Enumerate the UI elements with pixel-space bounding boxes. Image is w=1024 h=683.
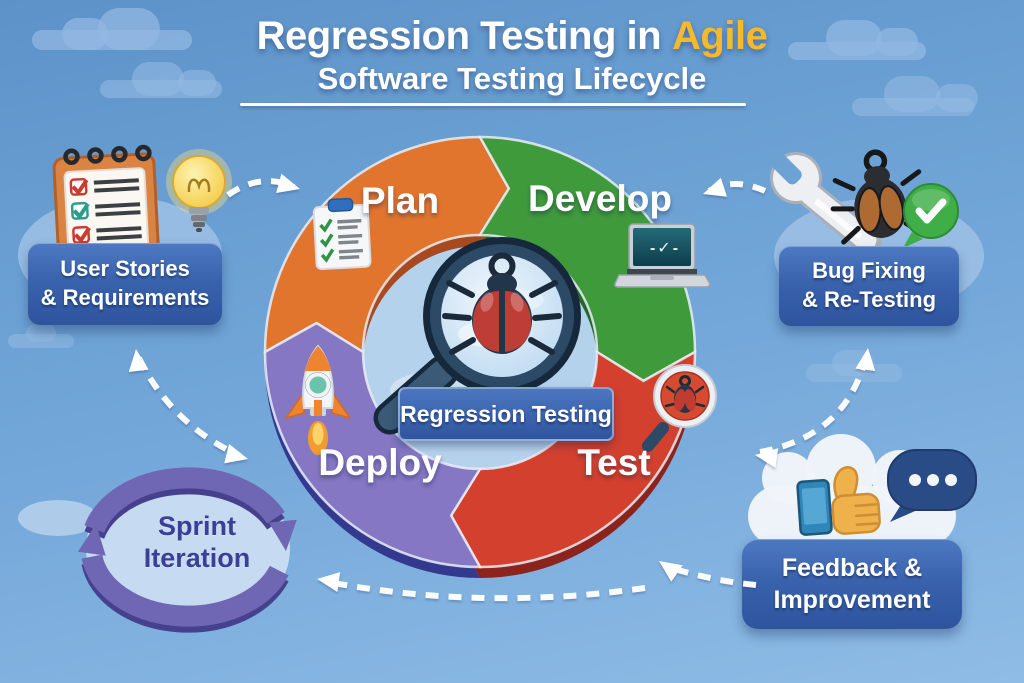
segment-plan [263,135,511,355]
callout-line: User Stories [60,256,190,282]
callout-line: Improvement [773,586,931,614]
phone-icon [796,479,833,536]
title-main: Regression Testing in [256,14,662,58]
page-subtitle: Software Testing Lifecycle [317,61,707,96]
regression-testing-banner: Regression Testing [398,387,614,441]
arrow-sprint-to-userstories [136,356,242,459]
laptop-icon [614,223,711,288]
bug-icon [830,149,930,245]
bug-icon [442,252,562,355]
phase-label-deploy: Deploy [318,442,442,483]
title-underline [240,103,746,106]
sprint-line: Iteration [143,543,251,574]
callout-line: Feedback & [781,553,923,582]
loop-arrows-icon [18,467,297,633]
title-highlight-agile: Agile [672,14,768,58]
arrow-feedback-to-test [667,564,757,588]
lightbulb-icon [166,149,232,232]
bug-magnifier-icon [642,364,717,452]
callout-bug-fixing: Bug Fixing & Re-Testing [779,246,959,326]
rocket-icon [284,344,352,455]
callout-line: Bug Fixing [812,258,926,284]
callout-user-stories: User Stories & Requirements [28,243,222,325]
callout-line: & Requirements [40,285,210,310]
callout-line: & Re-Testing [801,287,937,312]
callout-feedback: Feedback & Improvement [742,539,962,629]
phase-label-plan: Plan [360,180,440,221]
center-magnifier-icon [373,237,581,435]
phase-label-test: Test [577,442,651,483]
arrow-test-to-bugfixing [759,355,869,455]
arrow-userstories-to-plan [226,178,296,198]
chat-bubble-icon [887,449,977,522]
sprint-iteration-label: Sprint Iteration [112,510,282,575]
sprint-line: Sprint [158,511,236,541]
laptop-screen-glyph: -✓- [649,240,681,257]
check-bubble-icon [903,183,959,248]
clipboard-checklist-icon [312,197,372,271]
phase-label-develop: Develop [528,178,672,219]
clipboard-icon [52,144,160,262]
arrow-feedback-to-sprint [327,579,646,602]
thumbs-up-icon [831,466,881,535]
mini-bug-icon [664,375,706,413]
